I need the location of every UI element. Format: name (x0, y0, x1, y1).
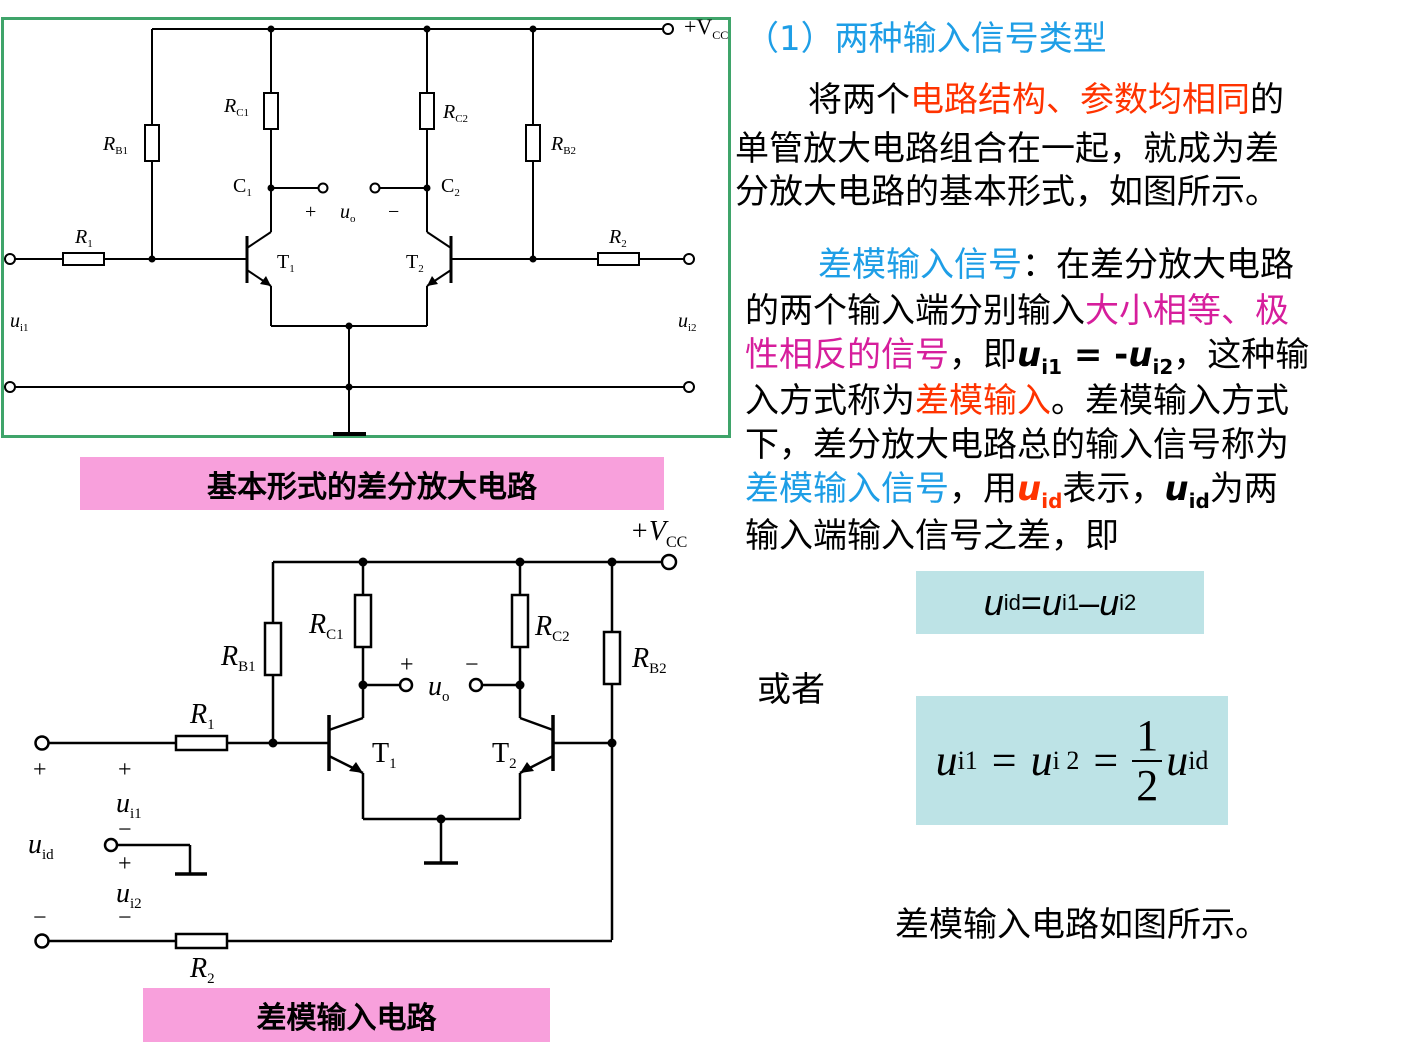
uid-label: uid (28, 829, 54, 863)
left-plus: + (33, 757, 47, 783)
ui2-minus: − (118, 905, 132, 931)
bottom-figure-caption: 差模输入电路 (143, 988, 550, 1042)
basic-diff-amp-figure (1, 17, 731, 438)
rb2-label: RB2 (631, 643, 667, 677)
ui2-label: ui2 (678, 310, 697, 334)
vcc-label: +VCC (630, 516, 687, 551)
rb1-label: RB1 (102, 133, 128, 157)
closing-text: 差模输入电路如图所示。 (895, 905, 1269, 945)
rb1-label: RB1 (220, 641, 256, 675)
uo-minus: − (465, 652, 479, 678)
ui1-label: ui1 (116, 788, 142, 822)
uo-label: uo (428, 671, 450, 705)
para2-line6: 差模输入信号，用uid表示，uid为两 (745, 469, 1278, 513)
para2-line1: 差模输入信号：在差分放大电路 (818, 245, 1294, 285)
t2-label: T2 (492, 738, 517, 772)
r1-label: R1 (74, 226, 93, 250)
para1-line3: 分放大电路的基本形式，如图所示。 (735, 172, 1279, 212)
para2-line2: 的两个输入端分别输入大小相等、极 (745, 291, 1289, 331)
left-minus: − (33, 905, 47, 931)
top-figure-caption: 基本形式的差分放大电路 (80, 457, 664, 510)
vcc-label: +VCC (684, 14, 728, 42)
ui1-label: ui1 (10, 310, 29, 334)
para2-line5: 下，差分放大电路总的输入信号称为 (745, 425, 1289, 465)
section-heading: （1）两种输入信号类型 (745, 19, 1107, 59)
ui2-plus: + (118, 851, 132, 877)
differential-input-schematic: +VCC RB1 RC1 RC2 RB2 + uo − R1 T1 T2 + +… (28, 516, 687, 987)
rc1-label: RC1 (223, 95, 249, 119)
ui2-label: ui2 (116, 878, 142, 912)
uo-plus: + (305, 201, 316, 223)
para1-line2: 单管放大电路组合在一起，就成为差 (735, 129, 1279, 169)
para2-line7: 输入端输入信号之差，即 (745, 516, 1119, 556)
rc2-label: RC2 (534, 611, 570, 645)
basic-diff-amp-schematic: +VCC RB1 RC1 RC2 RB2 C1 C2 + uo − R1 R2 … (4, 14, 728, 436)
r2-label: R2 (189, 953, 215, 987)
uo-plus: + (400, 652, 414, 678)
c2-label: C2 (441, 175, 460, 199)
r2-label: R2 (608, 226, 627, 250)
uo-minus: − (388, 201, 399, 223)
rb2-label: RB2 (550, 133, 576, 157)
rc1-label: RC1 (308, 609, 344, 643)
para1-line1: 将两个电路结构、参数均相同的 (808, 80, 1284, 120)
r1-label: R1 (189, 699, 215, 733)
para2-line3: 性相反的信号，即ui1 = -ui2，这种输 (745, 335, 1310, 379)
rc2-label: RC2 (442, 101, 468, 125)
ui1-minus: − (118, 817, 132, 843)
ui1-plus: + (118, 757, 132, 783)
t1-label: T1 (372, 738, 397, 772)
para2-line4: 入方式称为差模输入。差模输入方式 (745, 381, 1289, 421)
or-text: 或者 (757, 670, 825, 710)
t1-label: T1 (277, 251, 295, 275)
uo-label: uo (340, 201, 356, 225)
c1-label: C1 (233, 175, 252, 199)
t2-label: T2 (406, 251, 424, 275)
